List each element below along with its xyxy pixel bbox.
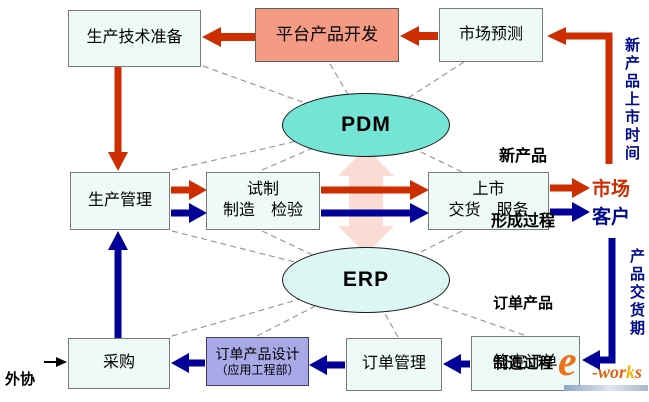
logo-wor: -wor <box>592 362 627 382</box>
logo-s: s <box>635 362 643 382</box>
box-label-line1: 订单产品设计 <box>215 345 300 362</box>
customer-label: 客户 <box>592 207 631 228</box>
label-line1: 外协 <box>5 371 36 388</box>
arrow-purchase-to-prodmgmt <box>108 231 128 338</box>
pdm-label: PDM <box>341 113 391 136</box>
box-launch-delivery-service: 上市 交货 服务 <box>428 172 549 230</box>
box-label: 签定订单 <box>493 354 558 372</box>
pdm-erp-double-arrow <box>338 148 394 254</box>
box-label: 生产技术准备 <box>86 29 183 47</box>
box-label-line1: 上市 <box>472 181 505 199</box>
box-label: 采购 <box>102 354 135 372</box>
arrow-design-to-purchase <box>171 353 205 373</box>
arrow-trial-to-launch-red <box>321 180 429 200</box>
box-trial-manufacture-inspection: 试制 制造 检验 <box>206 172 320 230</box>
arrow-market-line-to-forecast <box>547 27 613 164</box>
eworks-logo-works: -works <box>592 362 642 383</box>
box-production-tech-preparation: 生产技术准备 <box>68 10 201 67</box>
label-line1: 新产品 <box>498 148 547 166</box>
box-label: 平台产品开发 <box>276 24 378 44</box>
box-label-line2: 交货 服务 <box>448 202 529 219</box>
arrow-customer-line-to-signorder <box>582 238 616 370</box>
box-label-line1: 试制 <box>246 181 279 199</box>
arrow-trial-to-launch-blue <box>321 203 429 223</box>
dashed-connector <box>365 279 525 336</box>
box-platform-product-development: 平台产品开发 <box>255 8 399 62</box>
erp-ellipse: ERP <box>282 247 450 313</box>
label-line1: 订单产品 <box>492 294 553 312</box>
arrow-platform-to-prep <box>202 27 256 47</box>
box-label: 订单管理 <box>361 355 426 373</box>
logo-k: k <box>626 362 636 382</box>
box-purchasing: 采购 <box>68 338 170 389</box>
eworks-logo-bar <box>564 385 648 391</box>
external-suppliers-label: 外协 外购 厂家 <box>5 332 35 402</box>
arrow-signorder-to-ordermgmt <box>443 354 470 374</box>
arrow-ordermgmt-to-design <box>309 355 345 375</box>
box-order-product-design: 订单产品设计 （应用工程部） <box>206 337 309 386</box>
box-label-line2: 制造 检验 <box>222 202 303 219</box>
box-market-forecast: 市场预测 <box>439 8 543 62</box>
eworks-logo: e -works <box>556 339 649 396</box>
market-label: 市场 <box>592 179 631 200</box>
box-label: 市场预测 <box>458 25 523 43</box>
dashed-connector <box>171 279 367 337</box>
eworks-logo-e: e <box>558 339 577 385</box>
arrow-launch-to-customer <box>550 202 590 222</box>
box-label: 生产管理 <box>87 191 152 209</box>
box-order-management: 订单管理 <box>346 338 442 391</box>
box-sign-order: 签定订单 <box>471 336 580 391</box>
arrow-prodmgmt-to-trial-blue <box>171 203 207 223</box>
label-line2: 制造过程 <box>492 355 553 373</box>
blue-arrows <box>108 202 616 375</box>
pdm-ellipse: PDM <box>282 93 450 157</box>
new-product-process-label: 新产品 形成过程 <box>468 103 578 276</box>
red-arrows <box>108 26 613 200</box>
box-production-management: 生产管理 <box>70 172 170 230</box>
dashed-connector <box>171 230 367 281</box>
arrow-external-to-purchase <box>44 357 67 367</box>
label-line2: 形成过程 <box>490 212 555 230</box>
arrow-prep-to-prodmgmt <box>108 67 128 171</box>
arrow-launch-to-market <box>550 178 590 198</box>
box-label-line2: （应用工程部） <box>215 362 300 377</box>
time-to-market-label: 新产品上市时间 <box>623 37 640 163</box>
order-product-process-label: 订单产品 制造过程 <box>468 253 578 402</box>
arrow-forecast-to-platform <box>400 26 438 46</box>
erp-label: ERP <box>342 268 390 291</box>
delivery-period-label: 产品交货期 <box>628 248 645 338</box>
arrow-prodmgmt-to-trial-red <box>171 180 207 200</box>
